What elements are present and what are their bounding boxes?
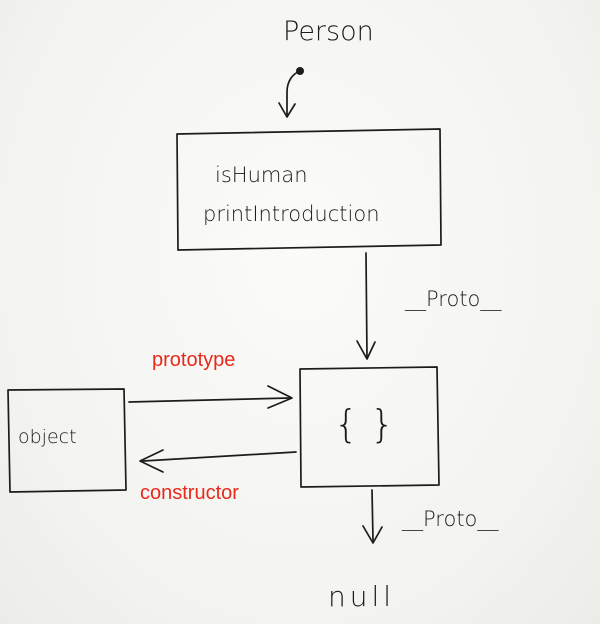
person-box-line-2: printIntroduction: [203, 202, 380, 226]
object-box: object: [7, 388, 127, 493]
proto-object-box: { }: [299, 366, 440, 488]
box-to-object-arrow: [356, 252, 376, 360]
prototype-arrow: [128, 385, 293, 409]
box-proto-label: __Proto__: [404, 287, 502, 311]
proto-object-label: { }: [334, 402, 394, 446]
constructor-arrow: [139, 449, 297, 473]
person-box: isHuman printIntroduction: [176, 128, 442, 251]
person-box-line-1: isHuman: [215, 163, 308, 187]
person-to-box-arrow: [278, 67, 304, 118]
person-label: Person: [283, 16, 374, 47]
constructor-label: constructor: [140, 482, 239, 504]
prototype-label: prototype: [152, 349, 235, 371]
null-label: null: [328, 580, 395, 613]
object-to-null-arrow: [362, 489, 383, 544]
object-label: object: [18, 426, 77, 448]
obj-proto-label: __Proto__: [401, 507, 499, 531]
